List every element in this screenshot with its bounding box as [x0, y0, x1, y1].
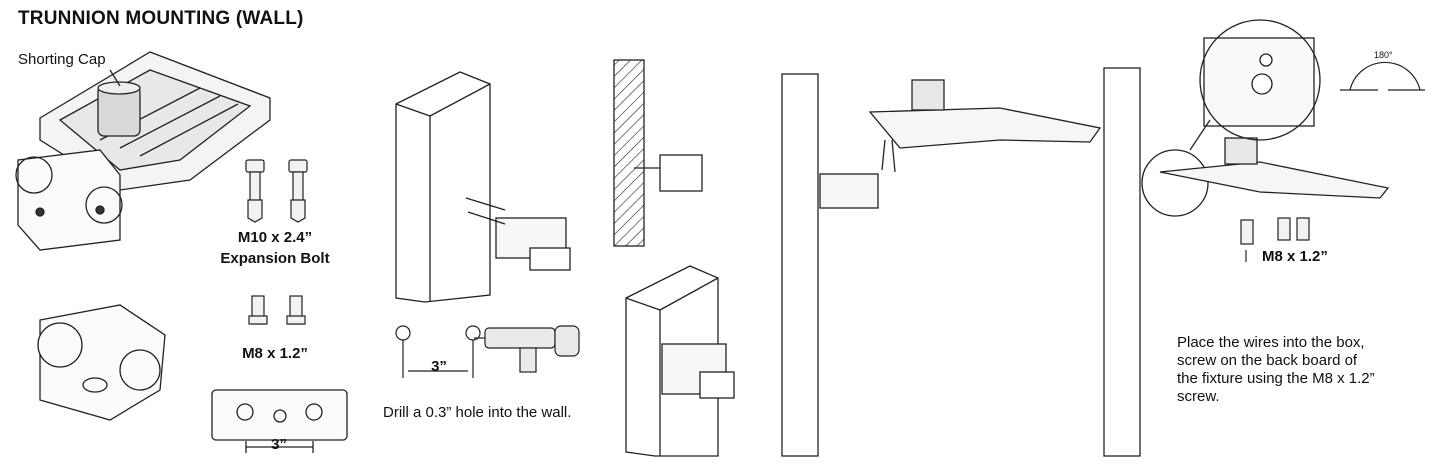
m8-screws-right	[1240, 217, 1310, 262]
bracket-view	[37, 304, 166, 421]
wiring-instruction-line: Place the wires into the box,	[1177, 334, 1365, 351]
expansion-bolt-size-label: M10 x 2.4”	[237, 229, 313, 246]
screw-size-right-label: M8 x 1.2”	[1262, 248, 1328, 265]
page-title: TRUNNION MOUNTING (WALL)	[18, 8, 304, 29]
drill-spacing-label: 3”	[431, 358, 447, 375]
bracket-base-plate	[211, 389, 348, 453]
drill-icon	[474, 325, 580, 373]
m8-screws-left	[248, 295, 306, 325]
shorting-cap-label: Shorting Cap	[18, 51, 106, 68]
wall-block-drill	[395, 71, 571, 303]
trunnion-bracket	[17, 149, 121, 251]
wall-column-fixture-hanging	[781, 73, 1102, 457]
wiring-instruction-line: screw on the back board of	[1177, 352, 1358, 369]
drill-instruction: Drill a 0.3” hole into the wall.	[383, 404, 572, 421]
expansion-bolts	[245, 159, 308, 223]
rotation-angle-label: 180°	[1374, 50, 1393, 60]
wiring-instruction: Place the wires into the box, screw on t…	[1177, 334, 1417, 406]
wall-block-mounted	[625, 265, 735, 457]
hatched-wall	[613, 59, 703, 247]
expansion-bolt-name-label: Expansion Bolt	[220, 250, 330, 267]
fixture-with-shorting-cap	[15, 51, 271, 251]
bracket-spacing-label: 3”	[271, 436, 287, 453]
wiring-instruction-line: screw.	[1177, 388, 1220, 405]
screw-size-left-label: M8 x 1.2”	[242, 345, 308, 362]
rotation-arrow-icon	[1340, 61, 1425, 91]
wall-column-fixture-mounted	[1103, 19, 1390, 457]
drill-hole-spacing	[395, 325, 481, 378]
wiring-instruction-line: the fixture using the M8 x 1.2”	[1177, 370, 1375, 387]
